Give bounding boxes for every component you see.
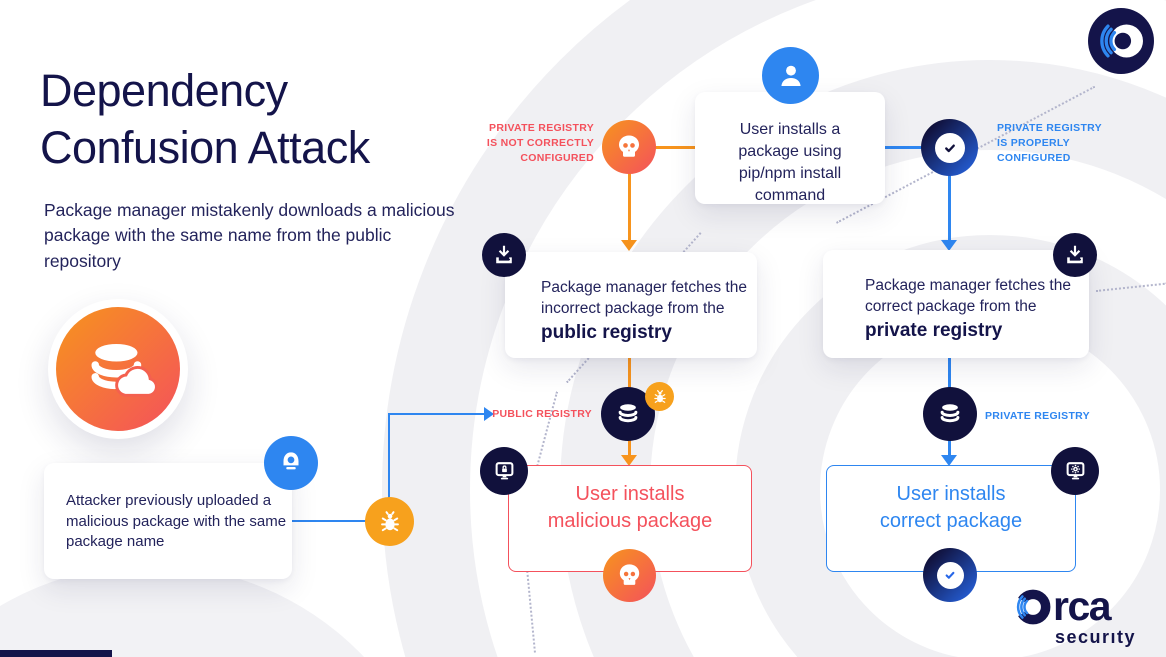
orca-security-text: securıty	[1054, 627, 1136, 647]
card-attacker-text: Attacker previously uploaded a malicious…	[66, 492, 287, 551]
database-icon	[940, 404, 960, 423]
skull-icon	[619, 564, 640, 585]
download-icon	[496, 245, 512, 264]
malicious-package-emblem	[56, 307, 180, 431]
hacker-circle	[264, 436, 318, 490]
card-user-installs-text: User installs a package using pip/npm in…	[738, 121, 842, 205]
fetch-correct-bold: private registry	[865, 319, 1003, 341]
download-icon	[1067, 245, 1083, 264]
arrowhead-down	[621, 455, 637, 466]
title-line-2: Confusion Attack	[40, 122, 370, 174]
orca-security-logo: rca securıty	[1014, 586, 1136, 648]
arrowhead-down	[941, 240, 957, 251]
user-icon	[780, 65, 801, 86]
download-circle-right	[1053, 233, 1097, 277]
bug-icon	[653, 389, 666, 403]
arrowhead-right	[484, 407, 494, 421]
connector-attacker-to-bug	[292, 520, 368, 522]
monitor-gear-icon	[1066, 461, 1084, 479]
check-icon	[945, 571, 955, 579]
user-avatar-circle	[762, 47, 819, 104]
orca-wordmark: rca	[1014, 586, 1136, 627]
monitor-lock-circle	[480, 447, 528, 495]
bug-circle	[365, 497, 414, 546]
monitor-gear-circle	[1051, 447, 1099, 495]
orca-badge	[1088, 8, 1154, 79]
connector-card-to-privatedb	[948, 357, 951, 391]
bug-icon	[380, 510, 399, 531]
result-box-malicious: User installs malicious package	[508, 465, 752, 572]
skull-icon	[619, 135, 639, 157]
connector-check-down	[948, 174, 951, 240]
label-registry-properly-configured: PRIVATE REGISTRY IS PROPERLY CONFIGURED	[997, 122, 1102, 165]
connector-skull-to-usercard	[652, 146, 698, 149]
label-public-registry: PUBLIC REGISTRY	[492, 408, 592, 420]
arrowhead-down	[621, 240, 637, 251]
skull-circle-bottom	[603, 549, 656, 602]
fetch-incorrect-pre: Package manager fetches the incorrect pa…	[541, 279, 747, 318]
fetch-incorrect-bold: public registry	[541, 321, 672, 343]
card-user-installs: User installs a package using pip/npm in…	[695, 92, 885, 204]
connector-usercard-to-check	[884, 146, 924, 149]
result-malicious-text: User installs malicious package	[547, 483, 713, 532]
card-attacker: Attacker previously uploaded a malicious…	[44, 463, 292, 579]
connector-publicdb-down	[628, 440, 631, 456]
check-circle-top	[921, 119, 978, 176]
arrowhead-down	[941, 455, 957, 466]
card-fetch-incorrect-text: Package manager fetches the incorrect pa…	[541, 277, 766, 346]
connector-bug-to-publicregistry	[388, 413, 484, 415]
skull-circle-top	[602, 120, 656, 174]
monitor-lock-icon	[495, 461, 513, 479]
orca-logo-icon	[1088, 8, 1154, 74]
fetch-correct-pre: Package manager fetches the correct pack…	[865, 277, 1071, 316]
bottom-accent-bar	[0, 650, 112, 657]
malicious-package-emblem-ring	[48, 299, 188, 439]
hacker-icon	[283, 452, 299, 470]
bug-badge	[645, 382, 674, 411]
check-circle-bottom	[923, 548, 977, 602]
database-cloud-icon	[91, 343, 157, 397]
connector-card-to-publicdb	[628, 357, 631, 391]
label-private-registry: PRIVATE REGISTRY	[985, 410, 1090, 422]
orca-wordmark-text: rca	[1053, 583, 1112, 629]
result-correct-text: User installs correct package	[879, 483, 1023, 532]
connector-bug-up	[388, 413, 390, 499]
download-circle-left	[482, 233, 526, 277]
database-icon	[618, 404, 638, 423]
card-fetch-incorrect: Package manager fetches the incorrect pa…	[505, 252, 757, 358]
private-registry-db-circle	[923, 387, 977, 441]
check-icon	[944, 144, 955, 152]
card-fetch-correct: Package manager fetches the correct pack…	[823, 250, 1089, 358]
orca-logo-icon	[1014, 589, 1051, 624]
title-line-1: Dependency	[40, 65, 288, 116]
page-subtitle: Package manager mistakenly downloads a m…	[44, 200, 455, 271]
label-registry-not-configured: PRIVATE REGISTRY IS NOT CORRECTLY CONFIG…	[486, 122, 594, 165]
page-title: Dependency Confusion Attack	[40, 62, 370, 176]
connector-skull-down	[628, 172, 631, 240]
connector-privatedb-down	[948, 440, 951, 456]
card-fetch-correct-text: Package manager fetches the correct pack…	[865, 275, 1103, 344]
